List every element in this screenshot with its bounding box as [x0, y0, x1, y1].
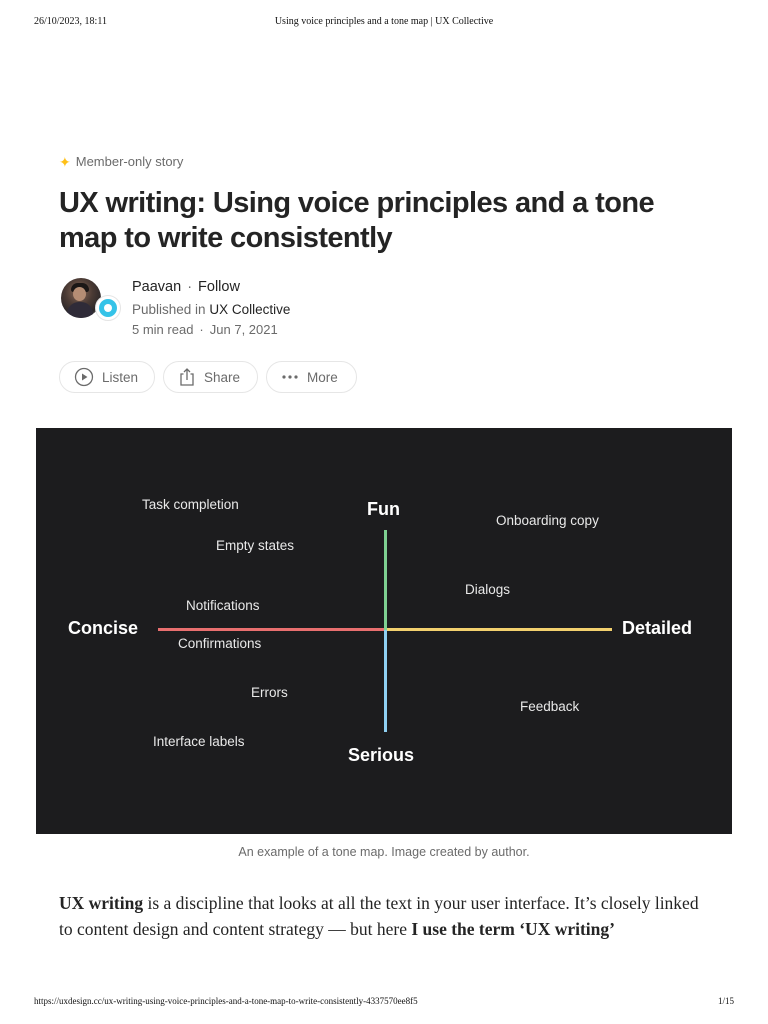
publication-logo[interactable]	[95, 295, 121, 321]
print-url: https://uxdesign.cc/ux-writing-using-voi…	[34, 996, 418, 1006]
member-only-badge: ✦ Member-only story	[59, 154, 183, 169]
publication-line: Published in UX Collective	[132, 302, 290, 317]
tone-item: Notifications	[186, 598, 260, 613]
tone-item: Dialogs	[465, 582, 511, 597]
share-icon	[180, 368, 194, 386]
follow-link[interactable]: Follow	[198, 279, 240, 295]
publication-link[interactable]: UX Collective	[209, 302, 291, 317]
detailed-axis-line	[386, 628, 612, 631]
print-header: 26/10/2023, 18:11 Using voice principles…	[34, 16, 734, 30]
detailed-axis-label: Detailed	[622, 618, 693, 638]
tone-item: Empty states	[216, 538, 295, 553]
print-page-number: 1/15	[717, 996, 734, 1006]
article-body-paragraph: UX writing is a discipline that looks at…	[59, 890, 709, 942]
author-line: Paavan · Follow	[132, 279, 240, 295]
print-date: 26/10/2023, 18:11	[34, 16, 107, 27]
tone-item: Confirmations	[178, 636, 262, 651]
fun-axis-line	[384, 530, 387, 630]
member-only-label: Member-only story	[75, 154, 184, 169]
serious-axis-line	[384, 630, 387, 732]
concise-axis-line	[158, 628, 386, 631]
more-button[interactable]: More	[266, 361, 357, 393]
author-name-link[interactable]: Paavan	[132, 279, 182, 295]
tone-item: Feedback	[520, 699, 580, 714]
body-bold-phrase: I use the term ‘UX writing’	[411, 919, 615, 939]
publication-logo-dot	[104, 304, 112, 312]
read-time: 5 min read	[132, 322, 194, 337]
fun-axis-label: Fun	[367, 499, 400, 519]
sparkle-star-icon: ✦	[59, 153, 71, 170]
serious-axis-label: Serious	[348, 745, 415, 765]
published-in-label: Published in	[132, 302, 206, 317]
body-bold-term: UX writing	[59, 893, 144, 913]
article-meta: 5 min read · Jun 7, 2021	[132, 322, 278, 337]
article-title: UX writing: Using voice principles and a…	[59, 187, 655, 254]
more-label: More	[307, 369, 338, 385]
more-dots-icon	[282, 375, 298, 379]
tone-item: Task completion	[142, 497, 239, 512]
play-circle-icon	[74, 367, 94, 387]
body-text-run: is a discipline that looks at all the te…	[59, 893, 699, 939]
tone-map-figure: Fun Serious Concise Detailed Task comple…	[36, 428, 732, 834]
print-footer: https://uxdesign.cc/ux-writing-using-voi…	[34, 996, 734, 1010]
listen-button[interactable]: Listen	[59, 361, 155, 393]
share-button[interactable]: Share	[163, 361, 258, 393]
figure-caption: An example of a tone map. Image created …	[238, 845, 530, 859]
author-separator: ·	[187, 279, 193, 295]
tone-item: Interface labels	[153, 734, 245, 749]
avatar-face	[73, 287, 86, 301]
listen-label: Listen	[101, 369, 138, 385]
meta-separator: ·	[199, 322, 204, 337]
tone-item: Onboarding copy	[496, 513, 599, 528]
concise-axis-label: Concise	[68, 618, 139, 638]
tone-item: Errors	[251, 685, 288, 700]
avatar-body	[67, 302, 93, 318]
author-avatar[interactable]	[61, 278, 101, 318]
share-label: Share	[204, 369, 241, 385]
publish-date: Jun 7, 2021	[209, 322, 278, 337]
print-page-title: Using voice principles and a tone map | …	[274, 16, 494, 27]
